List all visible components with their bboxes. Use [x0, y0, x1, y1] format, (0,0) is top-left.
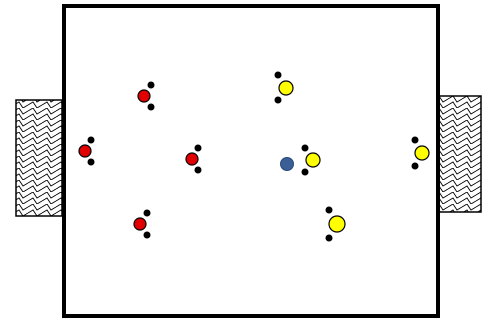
field-boundary [64, 6, 438, 316]
left-goal-net [16, 100, 62, 216]
red-player-4-left-hand [144, 210, 151, 217]
yellow-player-3-left-hand [412, 137, 419, 144]
right-goal-net [436, 96, 481, 212]
yellow-player-4-right-hand [326, 235, 333, 242]
yellow-player-4-left-hand [326, 207, 333, 214]
yellow-player-2-left-hand [302, 145, 309, 152]
red-player-4-body [134, 218, 146, 230]
yellow-player-2-right-hand [302, 169, 309, 176]
ball[interactable] [281, 158, 294, 171]
red-player-2-right-hand [88, 159, 95, 166]
red-player-2-body [79, 145, 91, 157]
red-player-3-left-hand [195, 145, 202, 152]
red-player-3-body [186, 153, 198, 165]
left-goal [16, 100, 62, 216]
yellow-player-1-right-hand [275, 97, 282, 104]
red-player-4-right-hand [144, 232, 151, 239]
yellow-player-3-right-hand [412, 163, 419, 170]
red-player-2-left-hand [88, 137, 95, 144]
yellow-player-1-body [279, 81, 293, 95]
yellow-player-2-body [306, 153, 320, 167]
red-player-1-left-hand [148, 82, 155, 89]
yellow-player-4-body [329, 216, 345, 232]
yellow-player-1-left-hand [275, 72, 282, 79]
red-player-1-body [138, 90, 150, 102]
red-player-1-right-hand [148, 104, 155, 111]
right-goal [436, 96, 481, 212]
red-player-3-right-hand [195, 167, 202, 174]
yellow-player-3-body [415, 146, 429, 160]
